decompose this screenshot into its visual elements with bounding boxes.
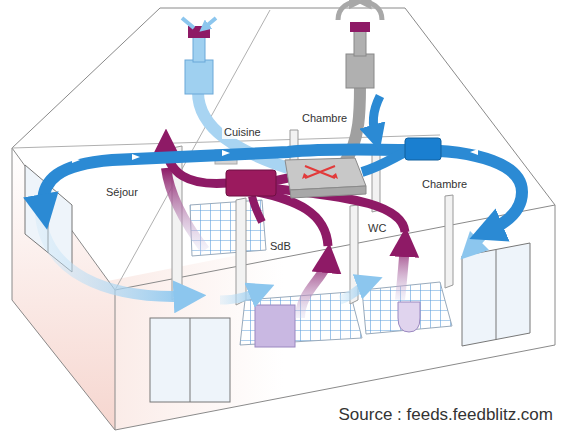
heat-exchanger-side: [290, 186, 366, 198]
extract-air-arrow: [300, 258, 328, 318]
intake-box: [185, 60, 213, 94]
air-flow-arrow: [220, 290, 262, 300]
roof-line: [405, 8, 555, 205]
exhaust-box: [346, 54, 374, 88]
air-flow-arrow: [182, 18, 216, 28]
air-flow-arrow: [338, 2, 356, 20]
window: [462, 243, 530, 346]
window: [150, 318, 230, 402]
room-label: Séjour: [104, 186, 140, 199]
supply-duct: [373, 96, 380, 138]
extract-air-arrow: [400, 242, 405, 300]
roof-line: [12, 8, 160, 148]
toilet: [398, 302, 420, 332]
window-mullion: [190, 318, 191, 402]
air-flow-arrow: [40, 205, 190, 296]
roof-ridge: [160, 8, 405, 9]
bathtub: [255, 305, 295, 347]
extract-duct: [252, 196, 262, 222]
heat-exchanger: [285, 158, 366, 190]
partition-wall: [236, 198, 246, 305]
window-mullion: [496, 250, 497, 340]
partition-wall: [445, 195, 453, 288]
extract-duct: [258, 192, 328, 246]
exhaust-pipe: [354, 28, 366, 56]
room-label: WC: [366, 222, 388, 235]
air-flow-arrow: [340, 282, 370, 300]
extract-manifold: [226, 170, 276, 196]
room-label: SdB: [268, 240, 293, 253]
supply-manifold: [405, 138, 441, 160]
tiled-floor: [362, 282, 452, 334]
roof-cap: [350, 22, 370, 32]
supply-duct: [43, 150, 522, 233]
air-flow-arrow: [364, 2, 382, 20]
exchange-arrows: [305, 166, 335, 178]
supply-duct: [362, 150, 410, 172]
room-label: Chambre: [300, 112, 349, 125]
flow-marker: [72, 149, 478, 163]
room-label: Cuisine: [222, 126, 263, 139]
intake-pipe: [193, 36, 205, 62]
wall-edge: [555, 205, 556, 345]
exchange-arrows: [302, 173, 338, 179]
room-label: Chambre: [420, 178, 469, 191]
source-caption: Source : feeds.feedblitz.com: [334, 404, 557, 426]
